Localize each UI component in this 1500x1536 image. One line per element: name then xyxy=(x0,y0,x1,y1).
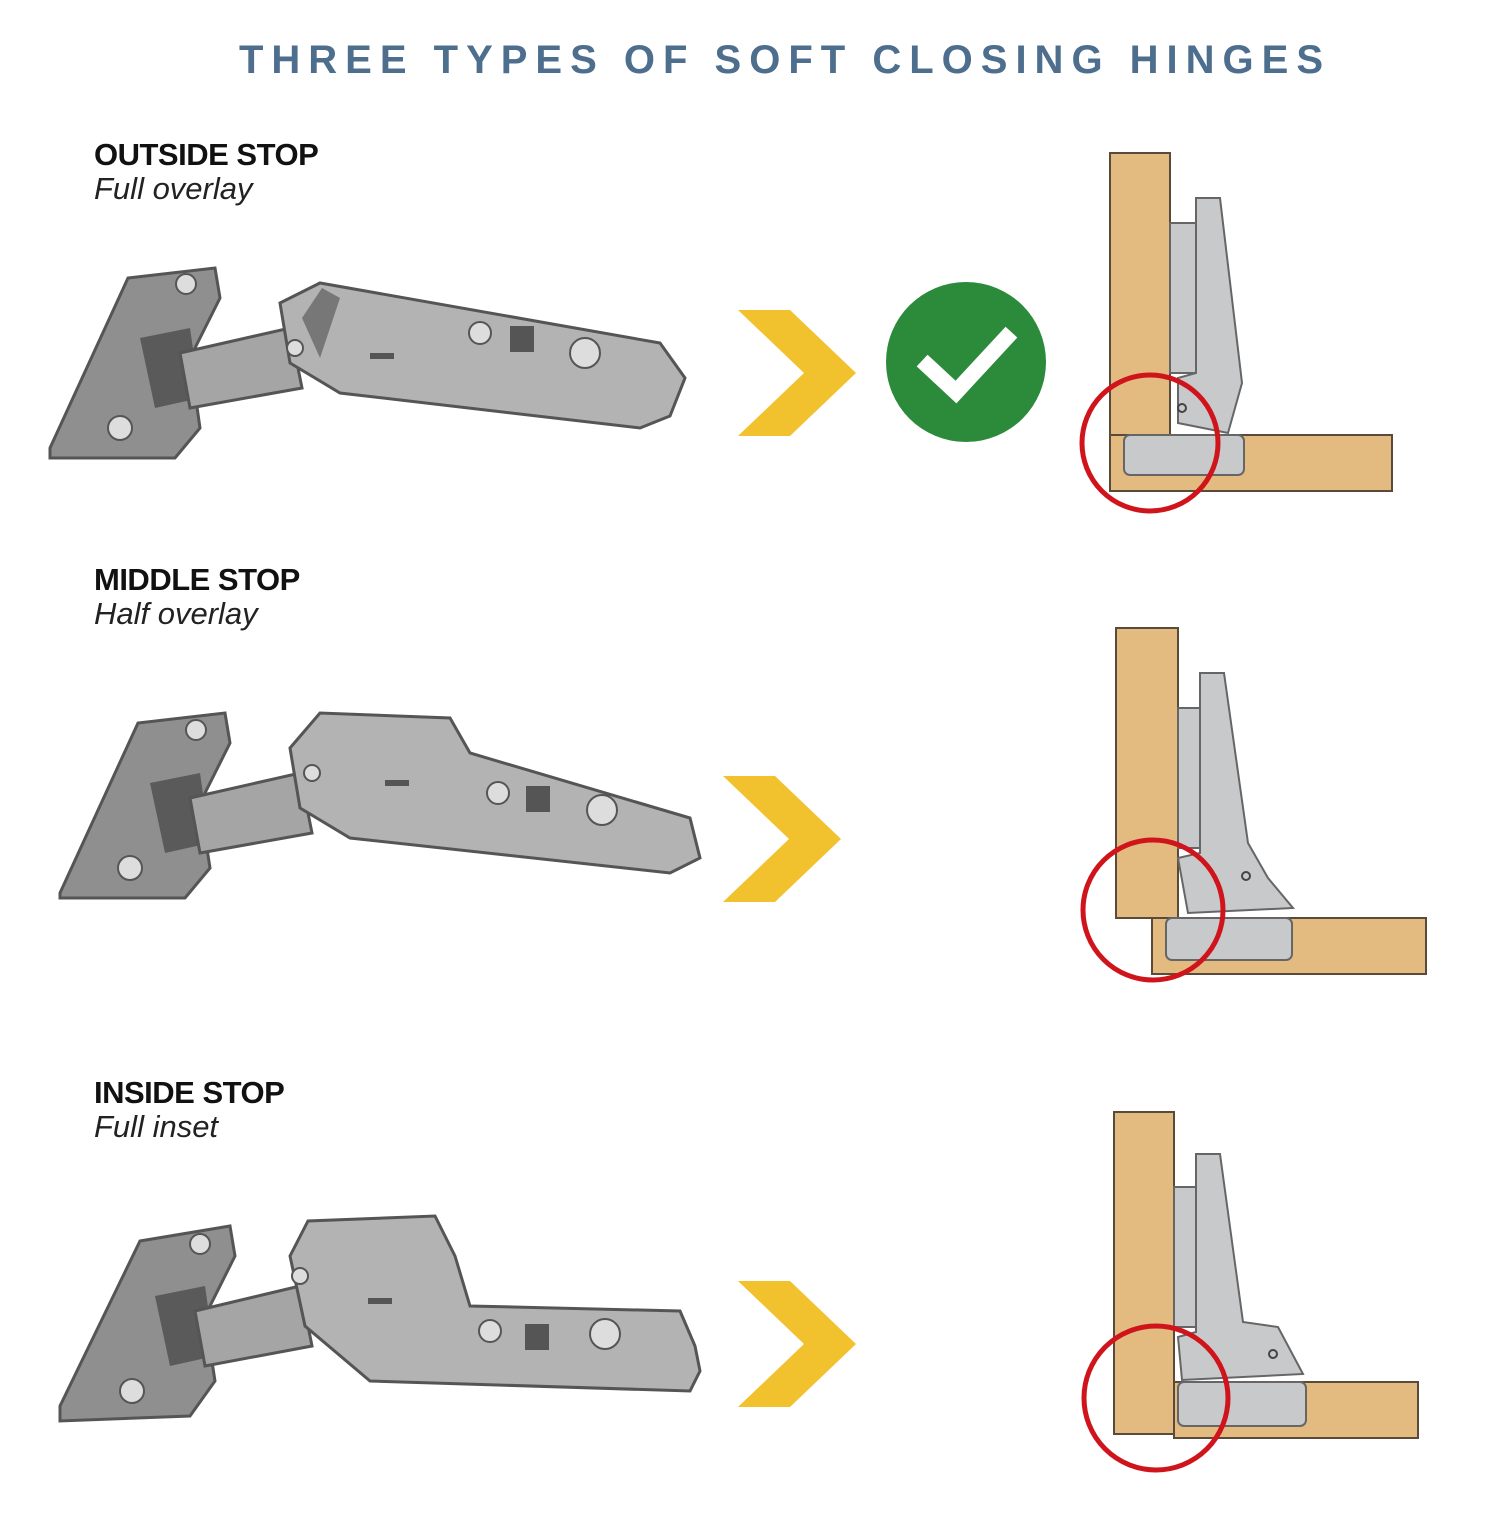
hinge-diagram xyxy=(1079,152,1393,514)
highlight-circle xyxy=(1079,372,1221,514)
hinge-name: INSIDE STOP xyxy=(94,1075,285,1110)
hinge-row-middle-stop: MIDDLE STOP Half overlay xyxy=(0,563,1500,1023)
hinge-overlay-type: Full overlay xyxy=(94,171,253,206)
hinge-photo xyxy=(48,266,687,460)
direction-arrow-icon xyxy=(738,310,856,436)
hinge-overlay-type: Full inset xyxy=(94,1109,219,1144)
hinge-label: OUTSIDE STOP Full overlay xyxy=(94,137,319,206)
hinge-name: MIDDLE STOP xyxy=(94,562,300,597)
direction-arrow-icon xyxy=(723,776,841,902)
check-icon xyxy=(916,326,1018,404)
hinge-photo xyxy=(58,1214,702,1423)
recommended-badge xyxy=(886,282,1046,442)
highlight-circle xyxy=(1081,1323,1231,1473)
hinge-diagram xyxy=(1081,1111,1419,1473)
hinge-row-outside-stop: OUTSIDE STOP Full overlay xyxy=(0,138,1500,598)
page-title: THREE TYPES OF SOFT CLOSING HINGES xyxy=(238,38,1332,82)
hinge-photo xyxy=(58,711,702,900)
hinge-row-inside-stop: INSIDE STOP Full inset xyxy=(0,1076,1500,1536)
hinge-label: INSIDE STOP Full inset xyxy=(94,1075,285,1144)
hinge-name: OUTSIDE STOP xyxy=(94,137,319,172)
highlight-circle xyxy=(1080,837,1226,983)
hinge-label: MIDDLE STOP Half overlay xyxy=(94,563,300,631)
direction-arrow-icon xyxy=(738,1281,856,1407)
hinge-diagram xyxy=(1080,627,1427,983)
hinge-overlay-type: Half overlay xyxy=(94,596,258,631)
